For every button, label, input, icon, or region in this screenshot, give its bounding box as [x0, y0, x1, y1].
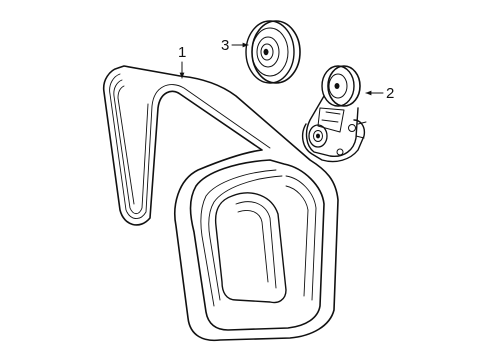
callout-number-1: 1: [178, 44, 186, 61]
callout-1: 1: [178, 44, 186, 79]
belt-tensioner: [301, 65, 367, 163]
serpentine-belt: [102, 65, 339, 342]
idler-pulley: [245, 20, 301, 84]
callout-3: 3: [221, 37, 249, 54]
callout-number-2: 2: [386, 85, 394, 102]
callout-number-3: 3: [221, 37, 229, 54]
callout-2: 2: [365, 85, 394, 102]
